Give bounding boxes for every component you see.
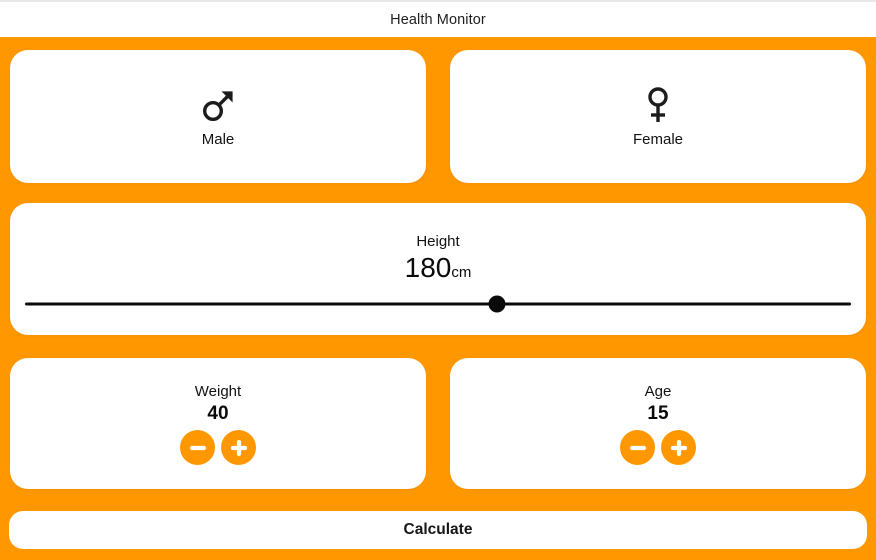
plus-icon	[670, 439, 687, 456]
weight-increment-button[interactable]	[221, 430, 256, 465]
weight-label: Weight	[194, 383, 242, 400]
age-buttons	[620, 430, 696, 465]
height-value-row: 180 cm	[405, 252, 472, 284]
female-label: Female	[632, 131, 684, 148]
male-icon	[202, 91, 233, 122]
weight-buttons	[180, 430, 256, 465]
age-value: 15	[647, 403, 669, 424]
height-card: Height 180 cm	[10, 203, 866, 335]
age-increment-button[interactable]	[661, 430, 696, 465]
minus-icon	[629, 445, 646, 450]
stats-row: Weight 40 Age 15	[10, 358, 866, 489]
age-label: Age	[644, 383, 672, 400]
age-decrement-button[interactable]	[620, 430, 655, 465]
gender-row: Male Female	[10, 50, 866, 183]
male-card[interactable]: Male	[10, 50, 426, 183]
calculate-button[interactable]: Calculate	[9, 511, 867, 549]
height-label: Height	[416, 233, 460, 250]
height-value: 180	[404, 252, 452, 283]
app-bar: Health Monitor	[0, 0, 876, 37]
height-unit: cm	[451, 264, 472, 281]
female-icon	[648, 87, 668, 122]
weight-card: Weight 40	[10, 358, 426, 489]
slider-track[interactable]	[25, 302, 851, 306]
page-title: Health Monitor	[390, 11, 486, 28]
female-card[interactable]: Female	[450, 50, 866, 183]
weight-value: 40	[207, 403, 229, 424]
age-card: Age 15	[450, 358, 866, 489]
weight-decrement-button[interactable]	[180, 430, 215, 465]
minus-icon	[189, 445, 206, 450]
plus-icon	[230, 439, 247, 456]
slider-thumb[interactable]	[488, 295, 506, 313]
height-slider[interactable]	[10, 292, 866, 316]
calculate-label: Calculate	[403, 521, 473, 538]
male-label: Male	[201, 131, 235, 148]
